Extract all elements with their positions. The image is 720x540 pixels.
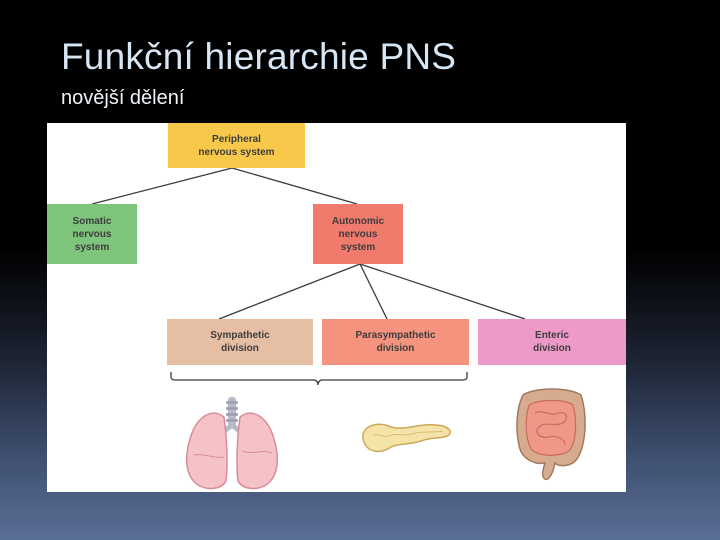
- connector-pns-autonomic: [231, 167, 358, 205]
- connector-pns-somatic: [91, 167, 233, 205]
- bracket-autonomic-divisions: [170, 372, 468, 386]
- node-enteric-division: Enteric division: [478, 319, 626, 365]
- node-sympathetic-division: Sympathetic division: [167, 319, 313, 365]
- node-parasympathetic-division: Parasympathetic division: [322, 319, 469, 365]
- connector-autonomic-enteric: [359, 263, 526, 320]
- connector-autonomic-parasympathetic: [359, 263, 388, 320]
- lungs-illustration: [185, 397, 279, 490]
- slide-title: Funkční hierarchie PNS: [61, 36, 457, 77]
- connector-lines: [91, 167, 526, 386]
- connector-autonomic-sympathetic: [218, 263, 361, 320]
- pancreas-illustration: [362, 423, 451, 453]
- node-peripheral-nervous-system: Peripheral nervous system: [168, 123, 305, 168]
- node-autonomic-nervous-system: Autonomic nervous system: [313, 204, 403, 264]
- slide-subtitle: novější dělení: [61, 87, 185, 109]
- pns-hierarchy-diagram: Peripheral nervous system Somatic nervou…: [47, 123, 626, 492]
- intestines-illustration: [516, 388, 586, 481]
- node-somatic-nervous-system: Somatic nervous system: [47, 204, 137, 264]
